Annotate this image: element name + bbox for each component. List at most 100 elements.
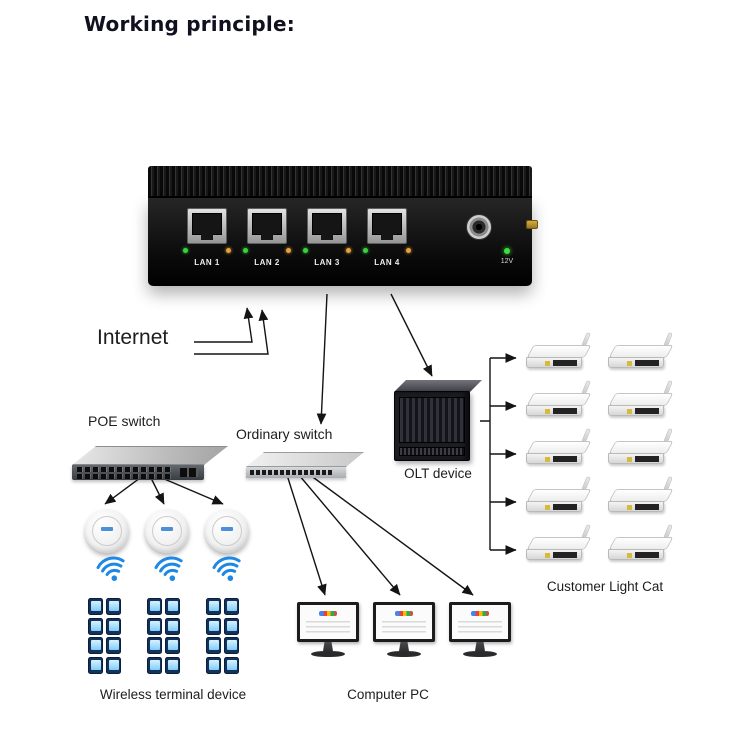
phone-area xyxy=(88,598,239,674)
router-ports-icon xyxy=(635,552,659,558)
link-led-amber xyxy=(406,248,411,253)
smartphone-icon xyxy=(106,637,121,654)
wifi-icon xyxy=(154,556,183,581)
smartphone-icon xyxy=(165,637,180,654)
lan-port-group-4: LAN 4 xyxy=(361,208,413,272)
router-front-face xyxy=(526,357,582,368)
router-ports-icon xyxy=(553,552,577,558)
smartphone-icon xyxy=(206,617,221,635)
router-wan-port-icon xyxy=(545,408,550,414)
ordinary-switch-front xyxy=(246,467,346,478)
monitor-base xyxy=(463,651,497,657)
front-panel: LAN 1 LAN 2 LAN 3 LAN 4 12 xyxy=(148,198,538,286)
monitor-screen xyxy=(376,605,432,639)
router-ports-icon xyxy=(553,360,577,366)
lan-port-group-3: LAN 3 xyxy=(301,208,353,272)
ap-ring xyxy=(92,516,122,546)
customer-router-icon xyxy=(608,524,674,564)
ap-logo xyxy=(221,526,233,531)
router-front-face xyxy=(526,549,582,560)
uplink-ports-icon xyxy=(180,468,198,477)
phone-group xyxy=(206,598,239,674)
rj45-port-icon xyxy=(307,208,347,244)
monitor-frame xyxy=(449,602,511,642)
smartphone-icon xyxy=(88,637,103,654)
lan-port-label: LAN 1 xyxy=(194,258,220,267)
smartphone-icon xyxy=(165,617,180,635)
webpage-logo-icon xyxy=(471,611,489,616)
router-ports-icon xyxy=(553,456,577,462)
switch-to-pc1-arrow xyxy=(286,474,327,596)
switch-to-pc2-arrow xyxy=(298,474,401,596)
webpage-text-lines xyxy=(306,621,350,634)
monitor-frame xyxy=(373,602,435,642)
router-ports-icon xyxy=(635,456,659,462)
smartphone-icon xyxy=(88,617,103,635)
internet-arrow-2 xyxy=(194,309,269,355)
computer-monitor-icon xyxy=(373,602,435,660)
internet-label: Internet xyxy=(97,326,169,349)
router-wan-port-icon xyxy=(545,552,550,558)
wireless-ap-icon xyxy=(205,509,249,553)
customer-router-icon xyxy=(608,332,674,372)
lan-port-label: LAN 3 xyxy=(314,258,340,267)
lan-port-group-2: LAN 2 xyxy=(241,208,293,272)
page-title: Working principle: xyxy=(84,12,295,36)
customer-router-icon xyxy=(526,332,592,372)
lan4-to-olt-arrow xyxy=(390,293,433,377)
monitor-base xyxy=(387,651,421,657)
rj45-port-icon xyxy=(367,208,407,244)
smartphone-icon xyxy=(147,656,162,674)
link-led-green xyxy=(243,248,248,253)
smartphone-icon xyxy=(106,598,121,615)
poe-switch xyxy=(72,446,228,482)
olt-top-face xyxy=(394,380,482,392)
rj45-port-icon xyxy=(247,208,287,244)
router-ports-icon xyxy=(635,504,659,510)
router-column-2 xyxy=(608,332,674,564)
router-ports-icon xyxy=(553,504,577,510)
router-column-1 xyxy=(526,332,592,564)
router-front-face xyxy=(526,405,582,416)
lan-port-label: LAN 4 xyxy=(374,258,400,267)
router-front-face xyxy=(608,501,664,512)
router-wan-port-icon xyxy=(627,504,632,510)
customer-router-icon xyxy=(526,524,592,564)
smartphone-icon xyxy=(147,637,162,654)
webpage-text-lines xyxy=(458,621,502,634)
link-led-amber xyxy=(346,248,351,253)
customer-router-icon xyxy=(526,428,592,468)
customer-router-icon xyxy=(608,476,674,516)
customer-router-icon xyxy=(526,476,592,516)
wifi-icon xyxy=(212,556,241,581)
olt-device-label: OLT device xyxy=(404,466,472,481)
router-front-face xyxy=(608,357,664,368)
router-front-face xyxy=(608,405,664,416)
smartphone-icon xyxy=(106,656,121,674)
smartphone-icon xyxy=(88,598,103,615)
monitor-neck xyxy=(475,642,485,651)
link-led-green xyxy=(363,248,368,253)
router-front-face xyxy=(608,549,664,560)
wireless-ap-icon xyxy=(85,509,129,553)
smartphone-icon xyxy=(206,637,221,654)
wireless-ap-icon xyxy=(145,509,189,553)
smartphone-icon xyxy=(147,598,162,615)
phone-group xyxy=(147,598,180,674)
router-wan-port-icon xyxy=(627,408,632,414)
router-wan-port-icon xyxy=(627,360,632,366)
customer-router-icon xyxy=(526,380,592,420)
router-wan-port-icon xyxy=(627,456,632,462)
link-led-amber xyxy=(286,248,291,253)
monitor-screen xyxy=(300,605,356,639)
router-device: LAN 1 LAN 2 LAN 3 LAN 4 12 xyxy=(148,166,538,286)
smartphone-icon xyxy=(88,656,103,674)
computer-monitor-icon xyxy=(449,602,511,660)
ap-logo xyxy=(101,526,113,531)
lan-port-group-1: LAN 1 xyxy=(181,208,233,272)
monitor-neck xyxy=(399,642,409,651)
smartphone-icon xyxy=(106,617,121,635)
smartphone-icon xyxy=(165,598,180,615)
router-ports-icon xyxy=(635,408,659,414)
smartphone-icon xyxy=(224,656,239,674)
